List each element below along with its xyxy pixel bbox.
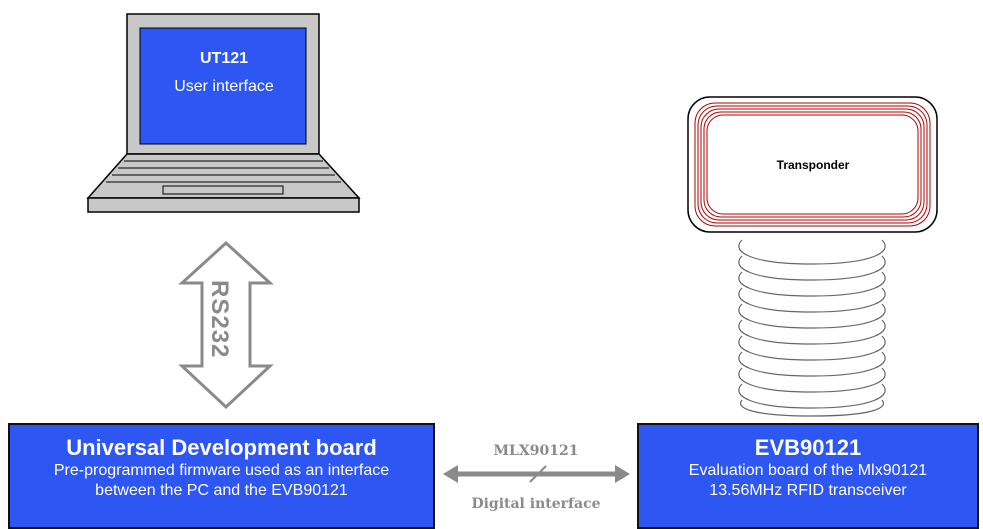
evb-line2: 13.56MHz RFID transceiver: [709, 482, 907, 499]
interface-bottom-label: Digital interface: [471, 496, 601, 512]
laptop-icon: [86, 13, 361, 213]
interface-top-label: MLX90121: [493, 443, 579, 459]
laptop-subtitle: User interface: [174, 78, 274, 95]
evb-line1: Evaluation board of the Mlx90121: [688, 462, 928, 479]
field-waves: [738, 239, 886, 417]
transponder-card: [687, 96, 938, 233]
rs232-label-wrap: RS232: [197, 280, 237, 380]
rs232-arrow: [178, 240, 274, 410]
digital-interface-arrow: [443, 465, 630, 483]
udb-title: Universal Development board: [66, 435, 377, 460]
udb-line2: between the PC and the EVB90121: [95, 482, 348, 499]
evb90121-board: EVB90121 Evaluation board of the Mlx9012…: [637, 423, 979, 529]
transponder-label: Transponder: [776, 158, 850, 172]
evb-title: EVB90121: [754, 435, 862, 460]
laptop-title: UT121: [199, 50, 249, 67]
udb-line1: Pre-programmed firmware used as an inter…: [53, 462, 390, 479]
universal-development-board: Universal Development board Pre-programm…: [8, 423, 435, 529]
rs232-label: RS232: [206, 280, 233, 359]
